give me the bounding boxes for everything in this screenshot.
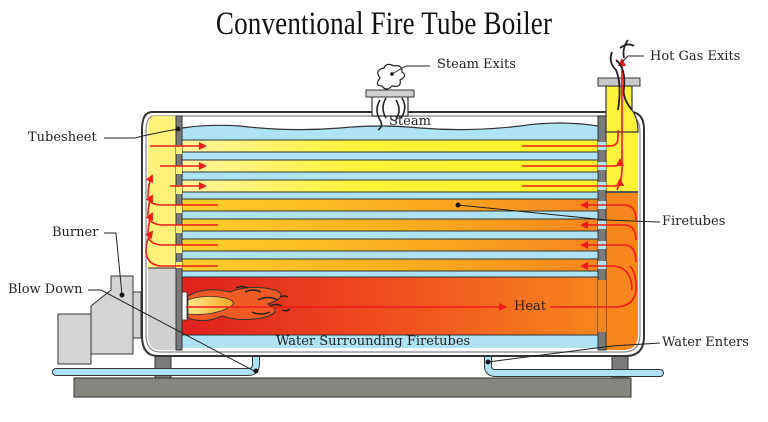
hot-gas-stack [597,39,641,191]
label-firetubes: Firetubes [662,214,726,229]
front-smoke-chamber [148,116,176,350]
firetubes-upper-pass [181,139,599,193]
label-burner: Burner [52,225,99,240]
leader-lines [88,55,661,374]
diagram-title: Conventional Fire Tube Boiler [215,6,553,42]
label-blow-down: Blow Down [8,282,83,297]
firetubes-lower-pass [181,198,599,272]
burner-flame [187,285,291,322]
label-water-surrounding-firetubes: Water Surrounding Firetubes [276,334,471,349]
label-water-enters: Water Enters [662,335,749,350]
tubesheet-front [175,115,183,351]
burner-unit [57,275,142,365]
label-heat: Heat [514,299,547,314]
label-hot-gas-exits: Hot Gas Exits [650,49,741,64]
label-tubesheet: Tubesheet [28,130,97,145]
rear-chamber [606,116,638,350]
flow-arrows-front [145,142,218,267]
flow-arrows-rear [186,130,637,311]
label-steam-exits: Steam Exits [437,57,516,72]
tubesheet-rear [597,115,607,351]
label-steam: Steam [389,114,431,129]
